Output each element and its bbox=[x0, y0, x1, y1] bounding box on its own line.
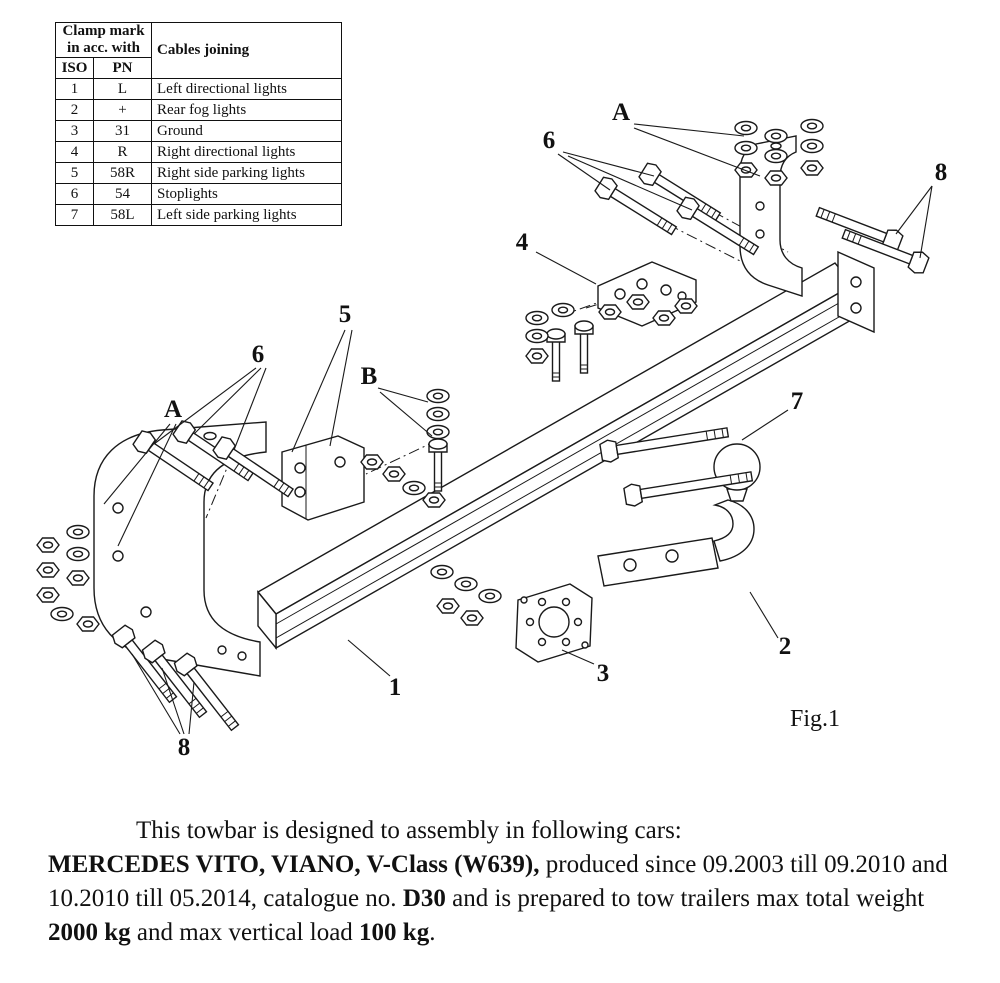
leader-lines bbox=[103, 123, 933, 735]
description-intro: This towbar is designed to assembly in f… bbox=[136, 817, 682, 844]
callout-a: A bbox=[612, 99, 630, 126]
callout-2: 2 bbox=[779, 633, 792, 660]
description-seg3: and max vertical load bbox=[130, 919, 360, 946]
bolt-vertical bbox=[546, 328, 566, 382]
table-row: 2+Rear fog lights bbox=[55, 99, 342, 121]
header-clamp-line2: in acc. with bbox=[67, 40, 140, 56]
mounting-bracket-5 bbox=[281, 435, 365, 521]
right-end-plate bbox=[837, 250, 875, 334]
bolt-vertical bbox=[428, 438, 448, 492]
callout-8: 8 bbox=[178, 734, 191, 761]
cell-desc: Right directional lights bbox=[151, 141, 342, 163]
cell-pn: 58L bbox=[93, 204, 152, 226]
mounting-bracket-4 bbox=[597, 261, 697, 327]
cell-desc: Left side parking lights bbox=[151, 204, 342, 226]
socket-plate bbox=[515, 583, 593, 663]
callout-4: 4 bbox=[516, 229, 529, 256]
callout-5: 5 bbox=[339, 301, 352, 328]
car-models-bold: MERCEDES VITO, VIANO, V-Class (W639), bbox=[48, 851, 540, 878]
assembly-diagram: 6 A 8 4 5 B 6 A 7 2 3 1 8 Fig.1 bbox=[36, 99, 948, 761]
cell-desc: Right side parking lights bbox=[151, 162, 342, 184]
callout-6: 6 bbox=[543, 127, 556, 154]
description-seg1: produced since 09.2003 till 09.2010 and … bbox=[48, 851, 948, 912]
description-body: MERCEDES VITO, VIANO, V-Class (W639), pr… bbox=[48, 848, 956, 950]
callout-7: 7 bbox=[791, 388, 804, 415]
cell-desc: Rear fog lights bbox=[151, 99, 342, 121]
callout-8: 8 bbox=[935, 159, 948, 186]
table-subheader-row: ISO PN bbox=[55, 57, 342, 79]
header-clamp-line1: Clamp mark bbox=[62, 23, 145, 39]
callout-1: 1 bbox=[389, 674, 402, 701]
bolt-8 bbox=[813, 200, 905, 255]
description-seg2: and is prepared to tow trailers max tota… bbox=[445, 885, 925, 912]
clamp-table: Clamp mark in acc. with Cables joining I… bbox=[55, 22, 342, 226]
left-side-bracket bbox=[93, 421, 267, 677]
callout-3: 3 bbox=[597, 660, 610, 687]
towball bbox=[597, 443, 761, 587]
callout-a: A bbox=[164, 396, 182, 423]
description-text: This towbar is designed to assembly in f… bbox=[48, 814, 956, 950]
header-cables-joining: Cables joining bbox=[151, 22, 342, 79]
callout-b: B bbox=[361, 363, 378, 390]
description-seg4: . bbox=[429, 919, 436, 946]
col-iso: ISO bbox=[55, 57, 94, 79]
header-clamp-mark: Clamp mark in acc. with bbox=[55, 22, 152, 58]
callout-6: 6 bbox=[252, 341, 265, 368]
cell-desc: Stoplights bbox=[151, 183, 342, 205]
max-weight-bold: 2000 kg bbox=[48, 919, 131, 946]
bolt-vertical bbox=[574, 320, 594, 374]
max-load-bold: 100 kg bbox=[359, 919, 430, 946]
catalogue-no-bold: D30 bbox=[402, 885, 446, 912]
figure-caption: Fig.1 bbox=[790, 706, 840, 732]
col-pn: PN bbox=[93, 57, 152, 79]
table-header-row: Clamp mark in acc. with Cables joining bbox=[55, 22, 342, 79]
crossbar bbox=[256, 262, 855, 650]
